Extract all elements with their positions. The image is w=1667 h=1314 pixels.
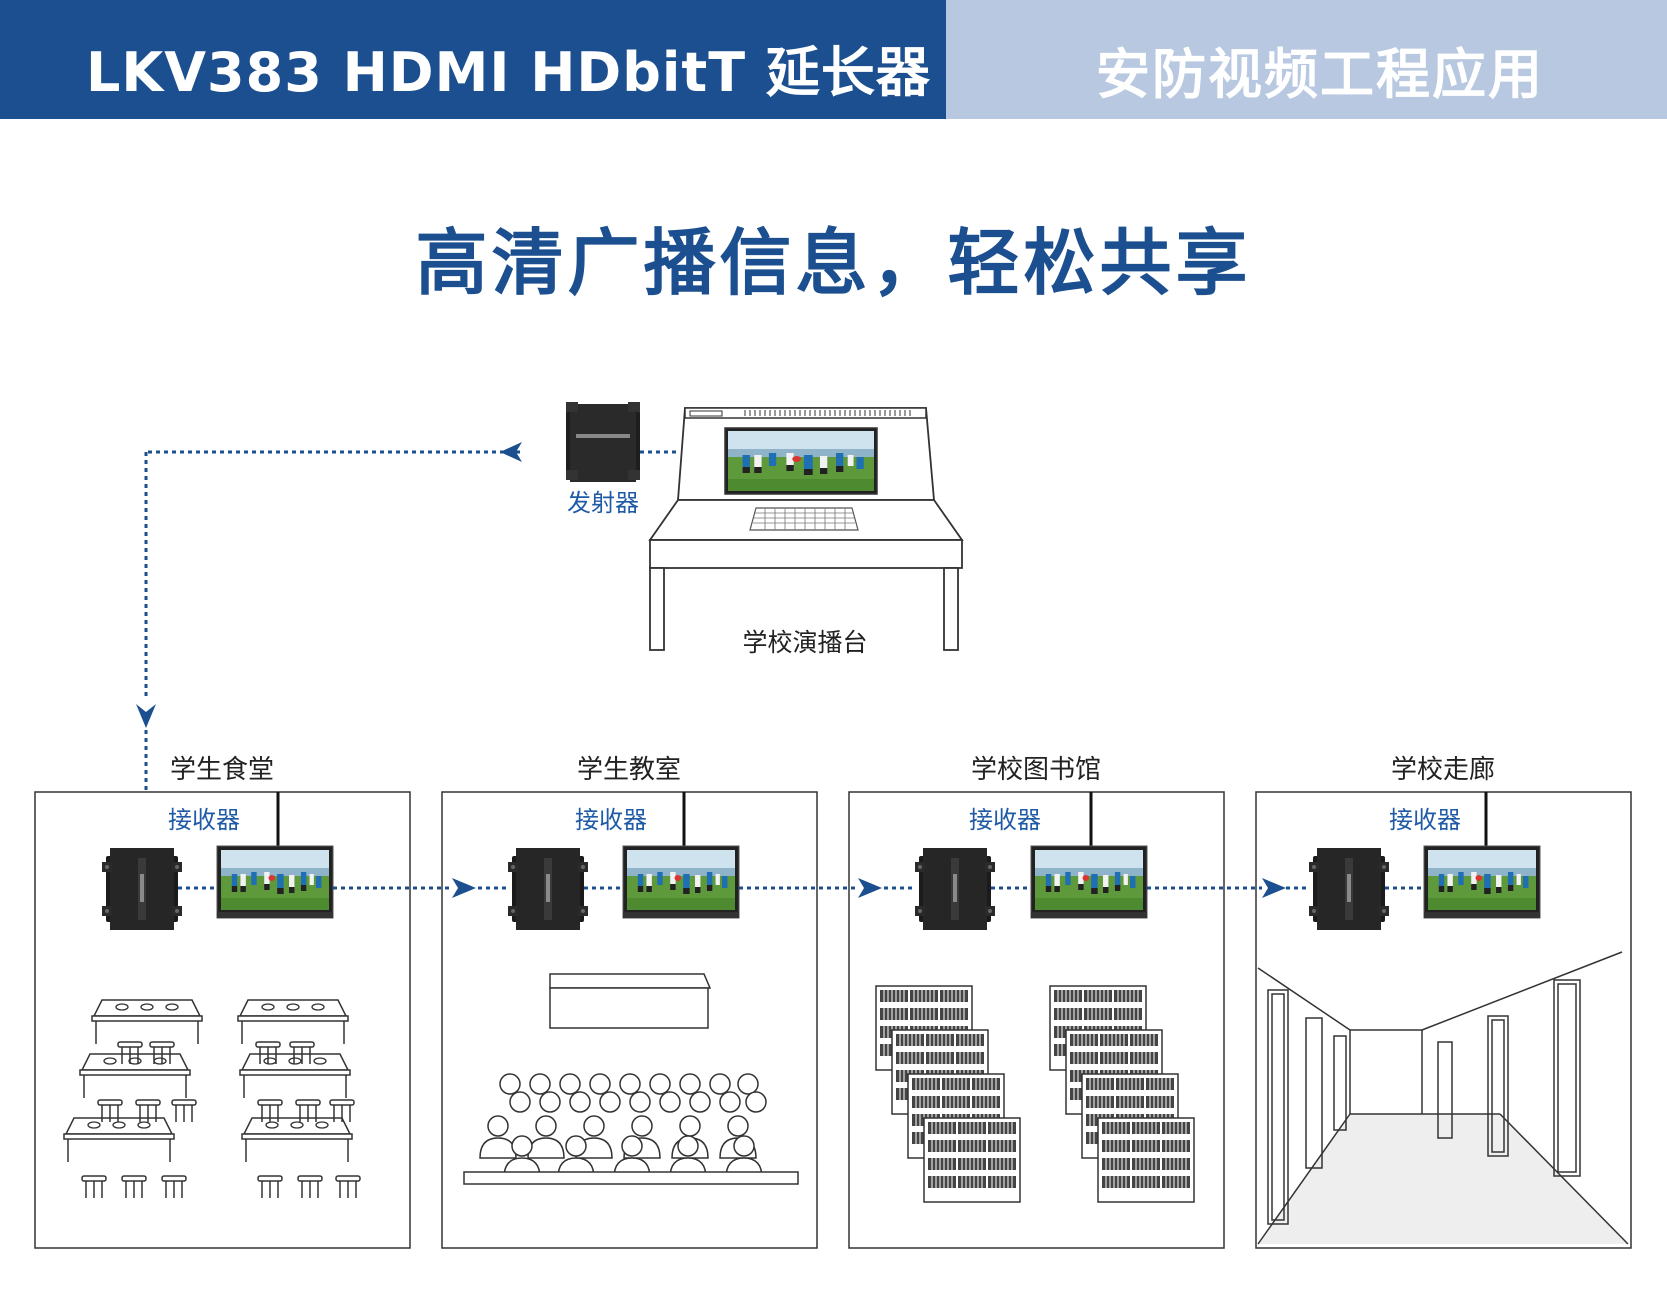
receiver-label-corridor: 接收器 xyxy=(1389,806,1461,834)
receiver-label-classroom: 接收器 xyxy=(575,806,647,834)
receiver-device-library xyxy=(915,848,995,930)
transmitter-device xyxy=(566,402,640,482)
monitor-corridor xyxy=(1424,846,1540,918)
arrow-right-1 xyxy=(452,878,476,898)
product-title: LKV383 HDMI HDbitT 延长器 xyxy=(86,41,931,104)
receiver-device-canteen xyxy=(102,848,182,930)
arrow-right-3 xyxy=(1262,878,1286,898)
monitor-canteen xyxy=(217,846,333,918)
main-title: 高清广播信息，轻松共享 xyxy=(415,221,1252,305)
transmitter-label: 发射器 xyxy=(567,489,639,517)
arrow-left xyxy=(500,442,522,462)
receiver-label-canteen: 接收器 xyxy=(168,806,240,834)
monitor-library xyxy=(1031,846,1147,918)
room-title-classroom: 学生教室 xyxy=(577,755,681,785)
receiver-label-library: 接收器 xyxy=(969,806,1041,834)
header-right-panel xyxy=(946,0,1667,119)
room-title-library: 学校图书馆 xyxy=(971,755,1101,785)
receiver-device-corridor xyxy=(1309,848,1389,930)
console-label: 学校演播台 xyxy=(742,628,867,657)
receiver-device-classroom xyxy=(508,848,588,930)
section-title: 安防视频工程应用 xyxy=(1096,43,1544,106)
room-title-corridor: 学校走廊 xyxy=(1391,755,1495,785)
corridor-scene xyxy=(1257,951,1629,1245)
arrow-down xyxy=(136,704,156,728)
header-left-panel xyxy=(0,0,946,119)
monitor-classroom xyxy=(623,846,739,918)
studio-console xyxy=(648,407,964,651)
arrow-right-2 xyxy=(858,878,882,898)
classroom-scene xyxy=(463,973,799,1185)
room-title-canteen: 学生食堂 xyxy=(170,755,274,785)
